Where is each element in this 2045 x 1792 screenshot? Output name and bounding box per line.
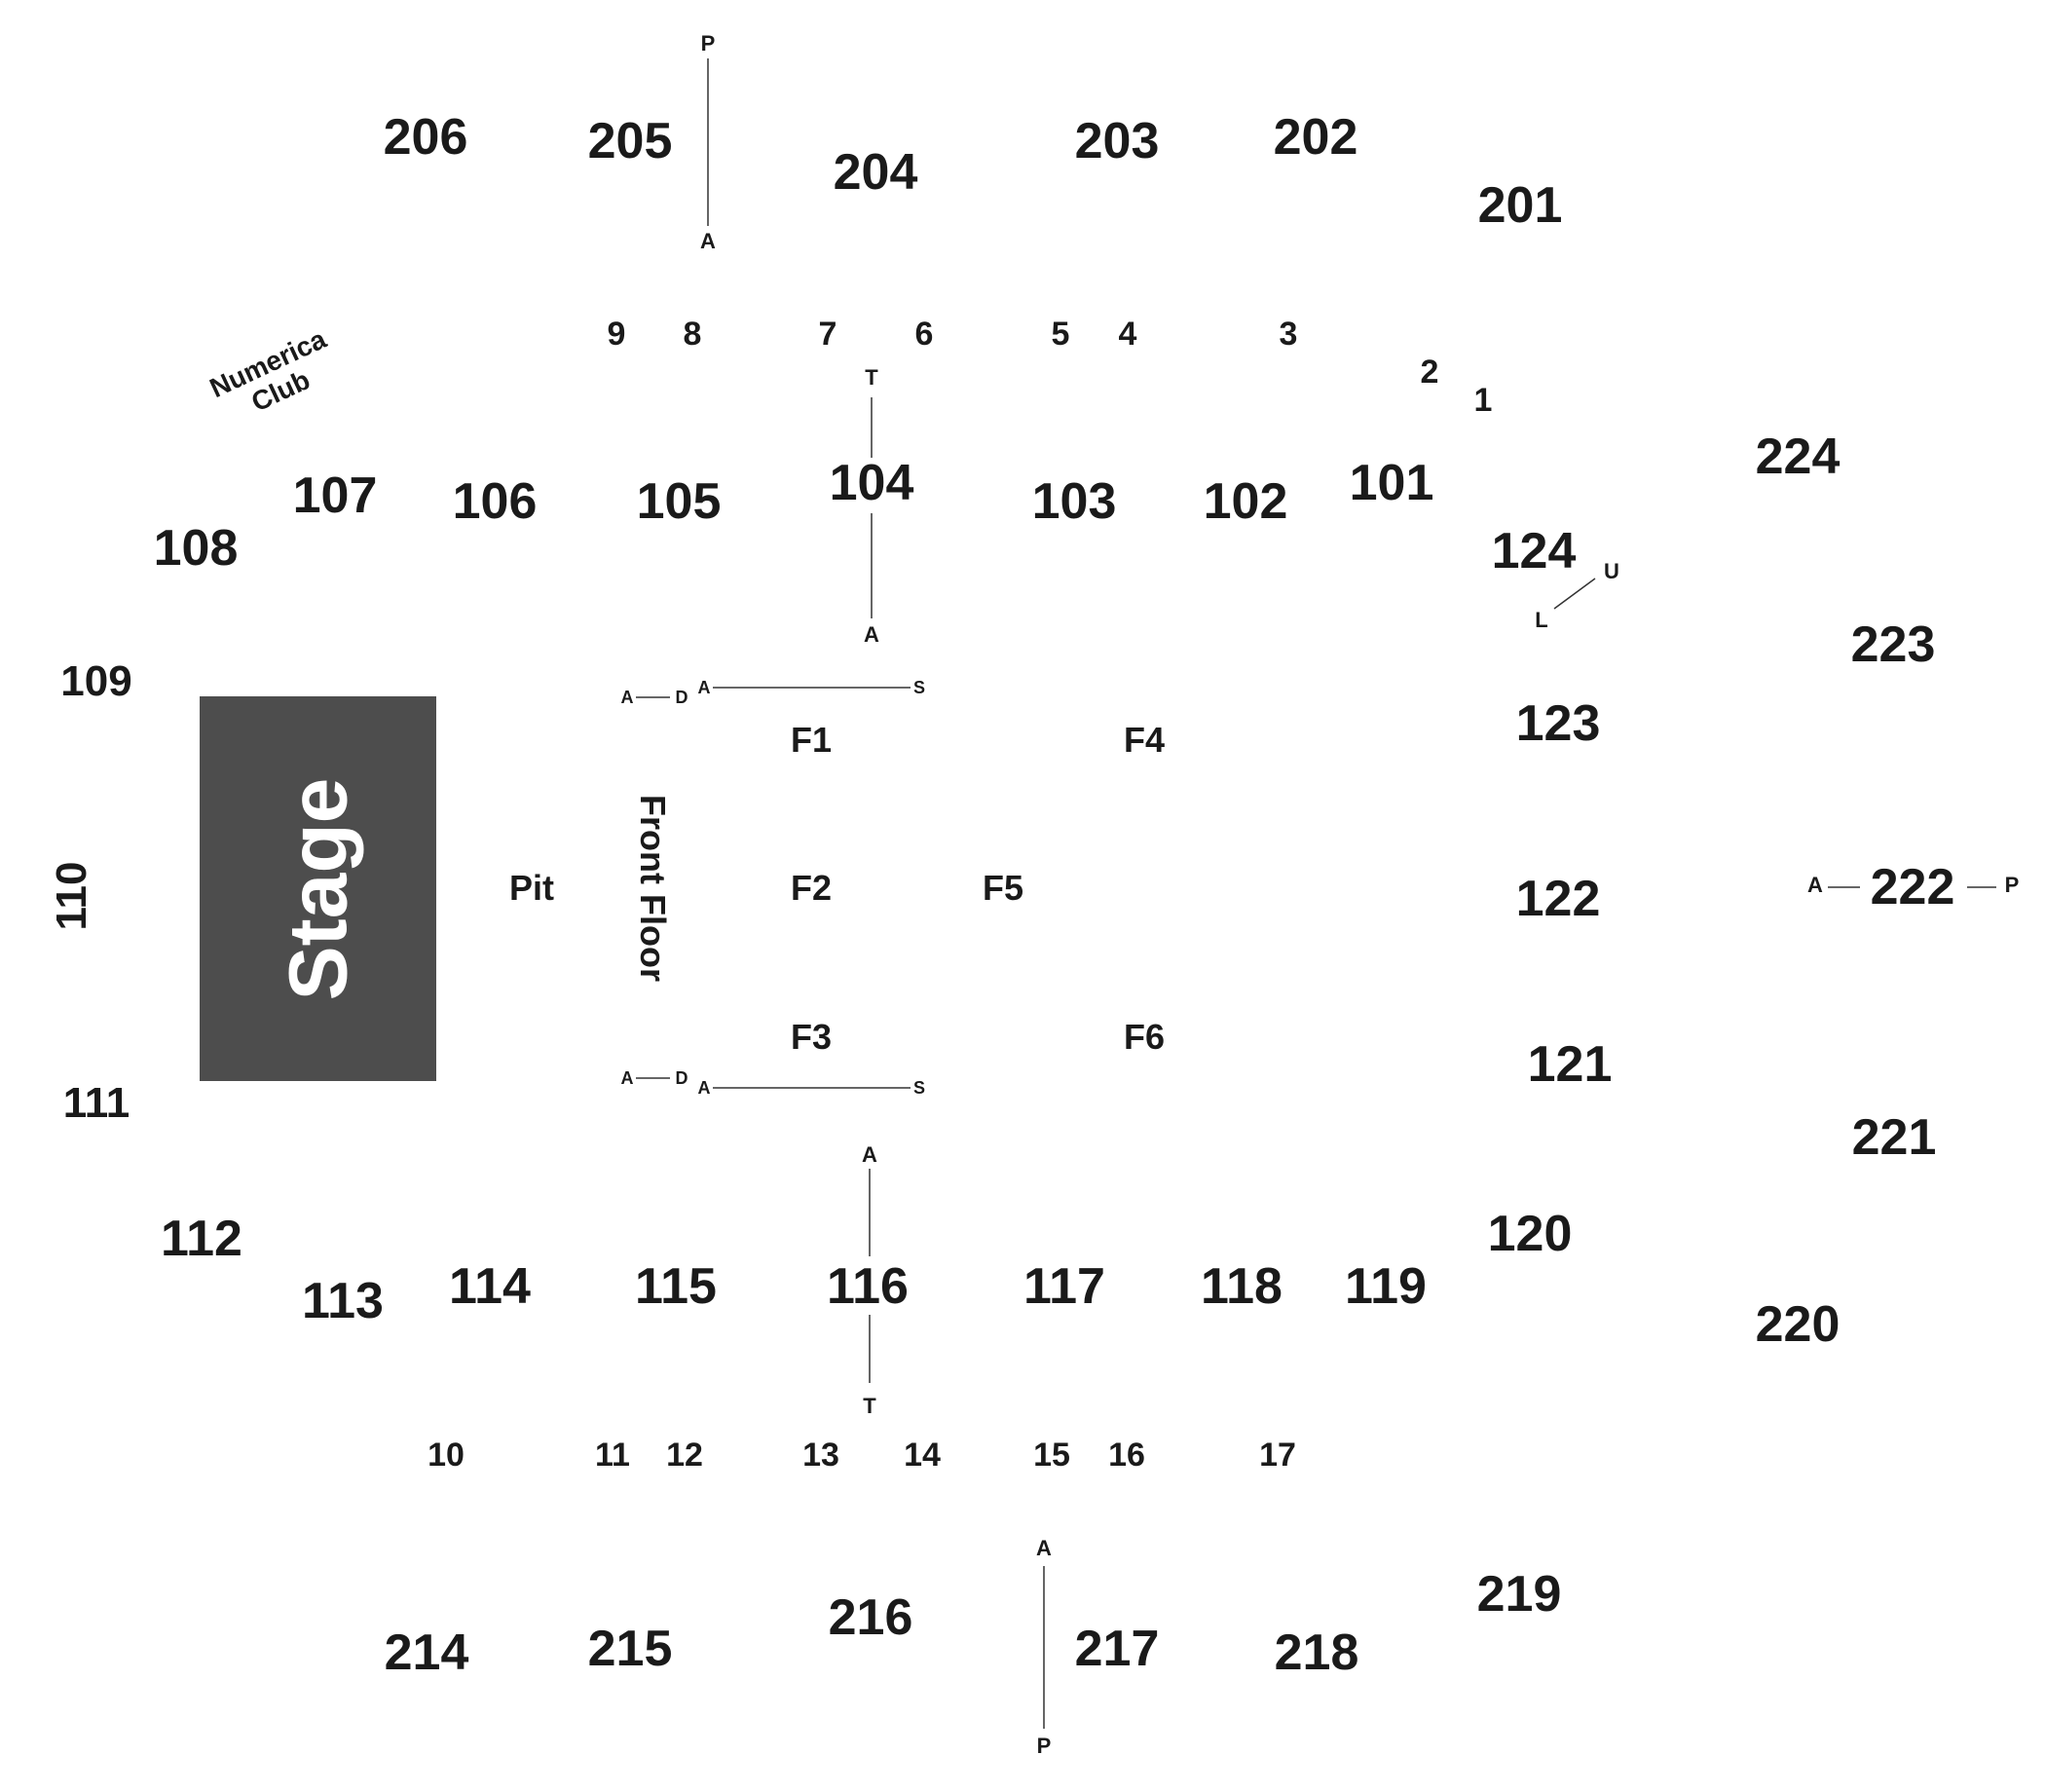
- marker-205-top: P: [700, 31, 716, 56]
- section-119[interactable]: 119: [1345, 1258, 1427, 1315]
- section-224[interactable]: 224: [1755, 429, 1840, 485]
- row-label-8: 8: [683, 316, 702, 353]
- marker-222-left: A: [1807, 873, 1823, 897]
- row-label-6: 6: [914, 316, 934, 353]
- section-204[interactable]: 204: [833, 144, 918, 201]
- row-label-16: 16: [1108, 1437, 1145, 1474]
- section-f4[interactable]: F4: [1123, 720, 1166, 760]
- row-label-9: 9: [607, 316, 626, 353]
- section-111[interactable]: 111: [62, 1079, 130, 1127]
- section-215[interactable]: 215: [587, 1621, 673, 1677]
- section-f6[interactable]: F6: [1123, 1017, 1166, 1057]
- marker-217-top: A: [1036, 1536, 1052, 1560]
- section-202[interactable]: 202: [1273, 109, 1358, 166]
- row-label-10: 10: [428, 1437, 465, 1474]
- stage-label: Stage: [272, 777, 363, 1000]
- section-216[interactable]: 216: [828, 1589, 913, 1646]
- row-label-14: 14: [904, 1437, 941, 1474]
- marker-205-bottom: A: [700, 229, 716, 253]
- marker-floor-bottom-ad-right: D: [675, 1068, 688, 1088]
- section-102[interactable]: 102: [1203, 473, 1288, 530]
- section-203[interactable]: 203: [1074, 113, 1160, 169]
- row-label-4: 4: [1118, 316, 1137, 353]
- section-124[interactable]: 124: [1491, 523, 1577, 579]
- section-206[interactable]: 206: [383, 109, 468, 166]
- section-121[interactable]: 121: [1527, 1036, 1613, 1093]
- section-223[interactable]: 223: [1850, 616, 1936, 673]
- section-222[interactable]: 222: [1870, 859, 1955, 915]
- row-label-11: 11: [595, 1437, 630, 1474]
- marker-104-top: T: [865, 365, 878, 390]
- row-label-12: 12: [666, 1437, 703, 1474]
- marker-floor-top-ad-left: A: [620, 688, 634, 707]
- section-117[interactable]: 117: [1023, 1258, 1105, 1315]
- marker-104-bottom: A: [864, 622, 879, 647]
- marker-217-bottom: P: [1036, 1734, 1052, 1758]
- section-f1[interactable]: F1: [790, 720, 833, 760]
- section-201[interactable]: 201: [1477, 177, 1563, 234]
- row-label-13: 13: [802, 1437, 839, 1474]
- section-f5[interactable]: F5: [982, 868, 1024, 908]
- section-116[interactable]: 116: [827, 1258, 909, 1315]
- row-label-17: 17: [1259, 1437, 1296, 1474]
- row-label-5: 5: [1051, 316, 1070, 353]
- row-label-2: 2: [1420, 354, 1439, 391]
- row-label-15: 15: [1033, 1437, 1070, 1474]
- marker-floor-top-ad-right: D: [675, 688, 688, 707]
- section-112[interactable]: 112: [161, 1211, 242, 1267]
- section-105[interactable]: 105: [636, 473, 722, 530]
- section-217[interactable]: 217: [1074, 1621, 1160, 1677]
- section-205[interactable]: 205: [587, 113, 673, 169]
- section-108[interactable]: 108: [153, 520, 239, 577]
- section-110[interactable]: 110: [48, 861, 95, 931]
- section-221[interactable]: 221: [1851, 1109, 1937, 1166]
- row-label-1: 1: [1473, 382, 1493, 419]
- marker-116-bottom: T: [863, 1394, 876, 1418]
- marker-floor-bottom-as-right: S: [912, 1078, 926, 1098]
- marker-222-right: P: [2004, 873, 2020, 897]
- section-f2[interactable]: F2: [790, 868, 833, 908]
- stage: Stage: [200, 696, 436, 1081]
- section-pit[interactable]: Pit: [508, 868, 555, 908]
- section-107[interactable]: 107: [292, 467, 378, 524]
- section-109[interactable]: 109: [60, 657, 132, 705]
- marker-floor-top-as-left: A: [697, 678, 711, 697]
- section-120[interactable]: 120: [1487, 1206, 1573, 1262]
- section-114[interactable]: 114: [449, 1258, 531, 1315]
- marker-116-top: A: [862, 1142, 877, 1167]
- section-118[interactable]: 118: [1201, 1258, 1283, 1315]
- section-106[interactable]: 106: [452, 473, 538, 530]
- section-101[interactable]: 101: [1349, 455, 1434, 511]
- front-floor-label[interactable]: Front Floor: [633, 795, 673, 982]
- section-123[interactable]: 123: [1515, 695, 1601, 752]
- marker-124-upper: U: [1604, 559, 1619, 583]
- marker-124-lower: L: [1535, 608, 1548, 632]
- marker-floor-top-as-right: S: [912, 678, 926, 697]
- section-122[interactable]: 122: [1515, 871, 1601, 927]
- section-113[interactable]: 113: [302, 1273, 384, 1329]
- section-103[interactable]: 103: [1031, 473, 1117, 530]
- marker-floor-bottom-as-left: A: [697, 1078, 711, 1098]
- marker-floor-bottom-ad-left: A: [620, 1068, 634, 1088]
- section-f3[interactable]: F3: [790, 1017, 833, 1057]
- section-115[interactable]: 115: [635, 1258, 717, 1315]
- row-label-7: 7: [818, 316, 837, 353]
- section-219[interactable]: 219: [1476, 1566, 1562, 1623]
- section-104[interactable]: 104: [829, 455, 914, 511]
- section-218[interactable]: 218: [1274, 1624, 1359, 1681]
- row-label-3: 3: [1279, 316, 1298, 353]
- section-214[interactable]: 214: [384, 1624, 469, 1681]
- section-220[interactable]: 220: [1755, 1296, 1840, 1353]
